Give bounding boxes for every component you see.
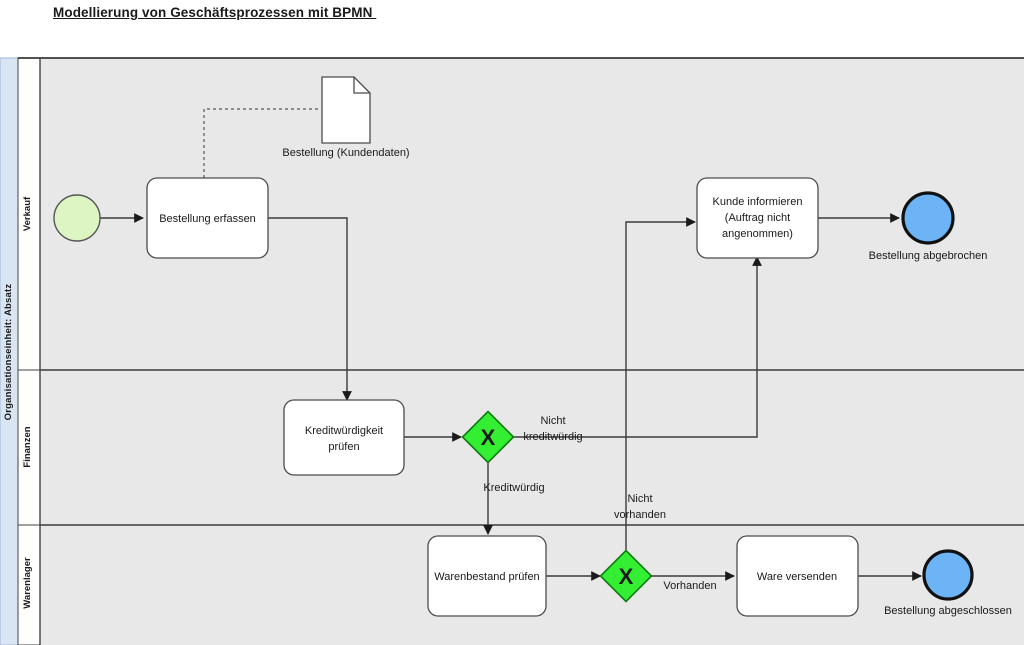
task-box [736,535,859,617]
flow-gateway-nicht-vorhanden-to-kunde-informieren [625,217,696,550]
end-event-label: Bestellung abgebrochen [869,250,988,262]
data-object-label: Bestellung (Kundendaten) [282,147,409,159]
task-label: Warenbestand prüfen [434,571,539,583]
task-box [146,177,269,259]
gateway-vorhanden[interactable]: X [599,549,653,603]
task-box [427,535,547,617]
end-event-abgebrochen[interactable]: Bestellung abgebrochen [869,191,988,262]
data-object-bestellung[interactable]: Bestellung (Kundendaten) [282,76,410,159]
task-box [696,177,819,259]
task-kreditwuerdigkeit-pruefen[interactable]: Kreditwürdigkeit prüfen [283,399,405,476]
task-label: Bestellung erfassen [159,213,256,225]
gateway-x-icon: X [619,564,634,589]
task-label-line3: angenommen) [722,228,793,240]
flow-label-nicht-kreditwuerdig-line1: Nicht [540,415,565,427]
flow-label-nicht-vorhanden-line2: vorhanden [614,509,666,521]
flow-gateway-nicht-kreditwuerdig-to-kunde-informieren [514,256,762,438]
task-label-line2: prüfen [328,441,359,453]
data-object-fold-icon [353,77,370,94]
flow-label-nicht-kreditwuerdig-line2: kreditwürdig [523,431,582,443]
gateway-diamond [461,410,515,464]
start-event-circle [53,194,101,242]
flow-label-nicht-vorhanden-line1: Nicht [627,493,652,505]
data-association-bestellung [203,108,320,178]
flow-bestellung-erfassen-to-kreditwuerdigkeit [268,217,352,401]
task-kunde-informieren[interactable]: Kunde informieren (Auftrag nicht angenom… [696,177,819,259]
task-bestellung-erfassen[interactable]: Bestellung erfassen [146,177,269,259]
end-event-circle [922,549,974,601]
gateway-diamond [599,549,653,603]
flow-labels: Nicht kreditwürdig Kreditwürdig Nicht vo… [483,415,716,592]
lane-label-finanzen: Finanzen [22,426,33,467]
task-label: Ware versenden [757,571,837,583]
end-event-abgeschlossen[interactable]: Bestellung abgeschlossen [884,549,1012,617]
lane-label-verkauf: Verkauf [22,196,33,231]
gateway-kreditwuerdig[interactable]: X [461,410,515,464]
page-title: Modellierung von Geschäftsprozessen mit … [53,5,377,20]
data-object-shape [321,76,371,144]
task-label-line1: Kreditwürdigkeit [305,425,383,437]
sequence-flows [100,213,922,581]
lane-label-warenlager: Warenlager [22,557,33,609]
end-event-circle [901,191,955,245]
task-warenbestand-pruefen[interactable]: Warenbestand prüfen [427,535,547,617]
gateway-x-icon: X [481,425,496,450]
task-label-line1: Kunde informieren [713,196,803,208]
end-event-label: Bestellung abgeschlossen [884,605,1012,617]
flow-label-kreditwuerdig: Kreditwürdig [483,482,544,494]
start-event[interactable] [53,194,101,242]
task-box [283,399,405,476]
flow-label-vorhanden: Vorhanden [663,580,716,592]
task-ware-versenden[interactable]: Ware versenden [736,535,859,617]
pool-label: Organisationseinheit: Absatz [3,284,14,421]
task-label-line2: (Auftrag nicht [725,212,790,224]
